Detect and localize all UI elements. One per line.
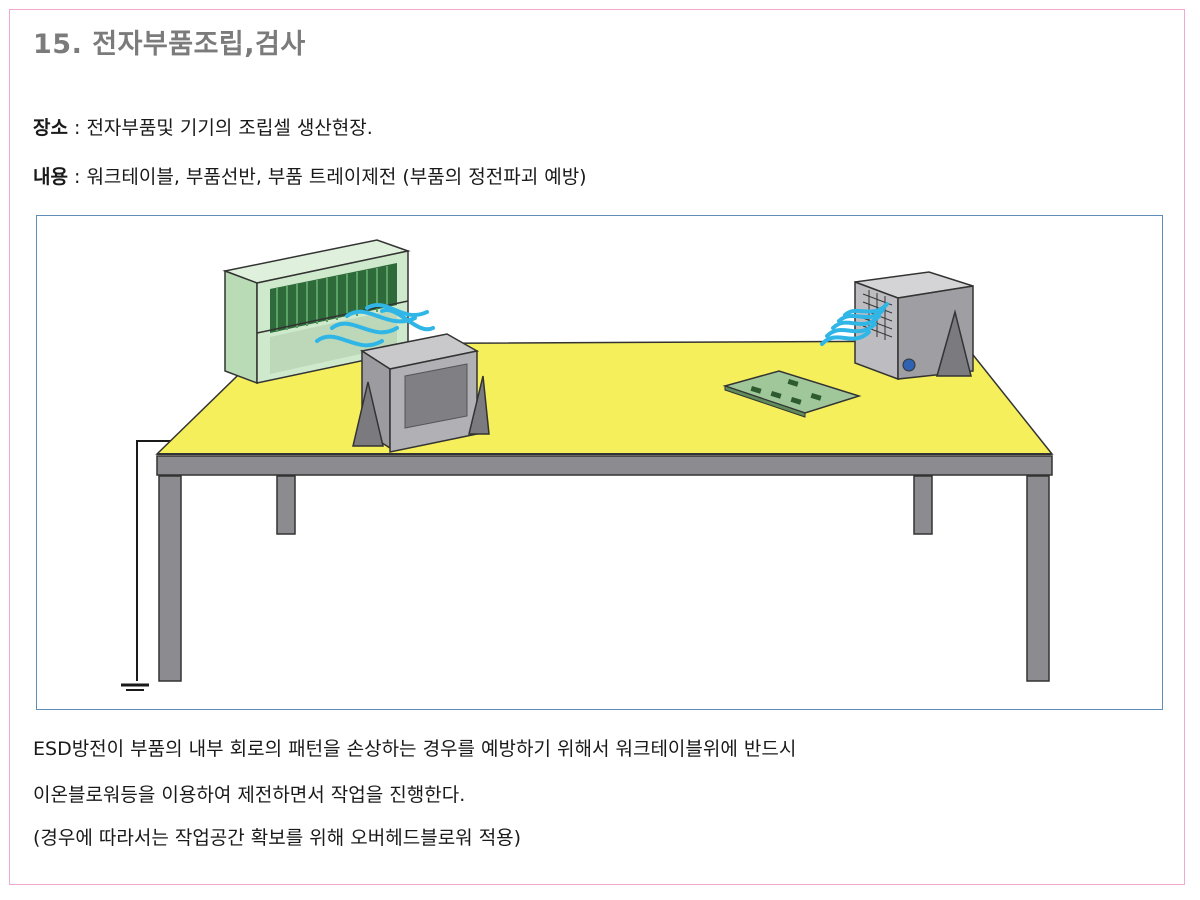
place-text: : 전자부품및 기기의 조립셀 생산현장. [67, 117, 373, 139]
content-label: 내용 [33, 166, 68, 188]
circuit-board [722, 370, 862, 418]
content-text: : 워크테이블, 부품선반, 부품 트레이제전 (부품의 정전파괴 예방) [67, 166, 587, 188]
place-line: 장소 : 전자부품및 기기의 조립셀 생산현장. [33, 113, 373, 140]
page-frame [9, 9, 1185, 885]
description-line-3: (경우에 따라서는 작업공간 확보를 위해 오버헤드블로워 적용) [33, 827, 522, 849]
content-line: 내용 : 워크테이블, 부품선반, 부품 트레이제전 (부품의 정전파괴 예방) [33, 162, 587, 189]
air-flow-left [315, 302, 435, 348]
description-line-1: ESD방전이 부품의 내부 회로의 패턴을 손상하는 경우를 예방하기 위해서 … [33, 738, 797, 760]
illustration-svg [121, 239, 1054, 691]
page-title: 15. 전자부품조립,검사 [33, 29, 306, 60]
place-label: 장소 [33, 117, 68, 139]
ionizer-blower [352, 333, 490, 453]
esd-workbench-illustration [36, 215, 1163, 710]
workbench [155, 340, 1054, 682]
description-line-2: 이온블로워등을 이용하여 제전하면서 작업을 진행한다. [33, 784, 466, 806]
component-shelf [222, 239, 411, 385]
air-flow-right [820, 302, 889, 346]
